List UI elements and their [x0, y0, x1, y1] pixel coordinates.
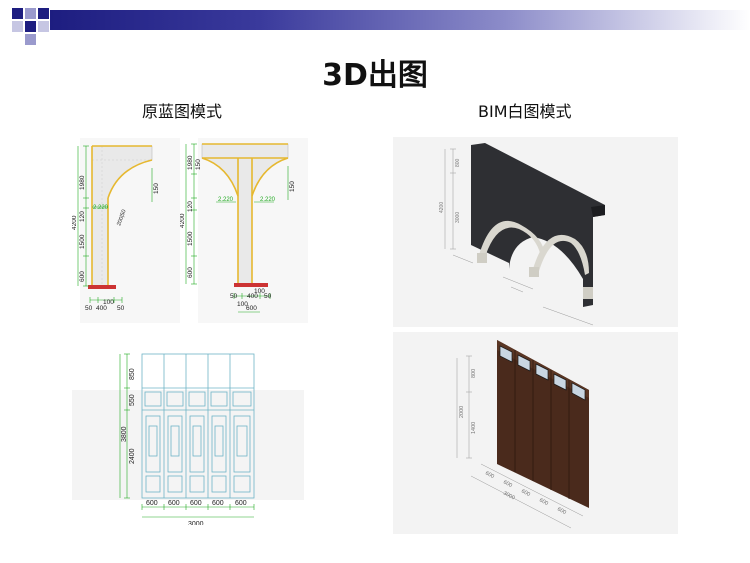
header-square: [12, 8, 23, 19]
right-label: BIM白图模式: [478, 102, 572, 121]
dim-120: 120: [79, 211, 86, 222]
dim-50-right: 50: [264, 293, 272, 300]
bim-door-dim-600-3: 600: [520, 488, 531, 498]
bim-door-dim-1400: 1400: [471, 422, 477, 434]
dim-4200: 4200: [180, 213, 186, 228]
bim-dim-4200: 4200: [439, 202, 445, 213]
dim-400: 400: [247, 293, 258, 300]
dim-side-150: 150: [289, 181, 296, 192]
bim-door-view: 800 2000 1400 600 600 600 600 600 3000: [393, 332, 678, 534]
dim-600-4: 600: [212, 500, 224, 507]
header-square: [25, 21, 36, 32]
dim-2400: 2400: [129, 448, 136, 464]
bim-door-dim-600-1: 600: [484, 470, 495, 480]
dim-1500: 1500: [79, 234, 86, 249]
header-square: [25, 34, 36, 45]
level-mark-left: 2.220: [218, 197, 234, 203]
dim-100: 100: [103, 299, 114, 306]
bim-dim-800: 800: [455, 158, 461, 167]
header-gradient: [50, 10, 750, 30]
slide-title: 3D出图: [322, 58, 428, 93]
dim-50-left: 50: [230, 293, 238, 300]
bim-dim-3000: 3000: [455, 212, 461, 223]
cad-arch-drawing-2: 1980 150 120 1500 600 4200 150 50 100 40…: [180, 138, 310, 323]
dim-600-3: 600: [190, 500, 202, 507]
dim-3000: 3000: [188, 521, 204, 525]
dim-4200: 4200: [72, 215, 78, 230]
header-square: [38, 21, 49, 32]
dim-600: 600: [79, 271, 86, 282]
header-bar: [0, 0, 750, 45]
dim-550: 550: [129, 394, 136, 406]
dim-400: 400: [96, 305, 107, 312]
dim-150: 150: [153, 183, 160, 194]
dim-120: 120: [187, 201, 194, 212]
dim-600-bottom: 600: [246, 305, 257, 312]
header-square: [38, 8, 49, 19]
bim-door-dim-600-4: 600: [538, 497, 549, 507]
dim-50-right: 50: [117, 305, 125, 312]
level-mark: 2.220: [93, 205, 109, 211]
header-square: [12, 21, 23, 32]
left-label: 原蓝图模式: [142, 102, 223, 121]
bim-door-dim-2000: 2000: [459, 406, 465, 418]
level-mark-right: 2.220: [260, 197, 276, 203]
bim-door-dim-3000: 3000: [502, 490, 516, 501]
dim-850: 850: [129, 368, 136, 380]
cad-door-drawing: 850 550 2400 3800 600 600 600 600 600 30…: [72, 350, 304, 525]
dim-150: 150: [195, 159, 202, 170]
dim-1500: 1500: [187, 231, 194, 246]
bim-door-dim-800: 800: [471, 369, 477, 378]
dim-600: 600: [187, 267, 194, 278]
dim-50-left: 50: [85, 305, 93, 312]
bim-door-dim-600-5: 600: [556, 506, 567, 516]
dim-600-5: 600: [235, 500, 247, 507]
dim-100: 100: [237, 301, 248, 308]
dim-600-2: 600: [168, 500, 180, 507]
dim-1980: 1980: [79, 175, 86, 190]
dim-diagonal: 200|50: [116, 209, 127, 227]
bim-door-dim-600-2: 600: [502, 479, 513, 489]
bim-arch-view: 800 4200 3000: [393, 137, 678, 327]
header-square: [25, 8, 36, 19]
dim-center-100: 100: [254, 288, 265, 295]
dim-1980: 1980: [187, 155, 194, 170]
cad-arch-drawing-1: 1980 120 1500 600 4200 150 50 400 50 100…: [72, 138, 180, 323]
dim-3800: 3800: [121, 426, 128, 442]
dim-600-1: 600: [146, 500, 158, 507]
